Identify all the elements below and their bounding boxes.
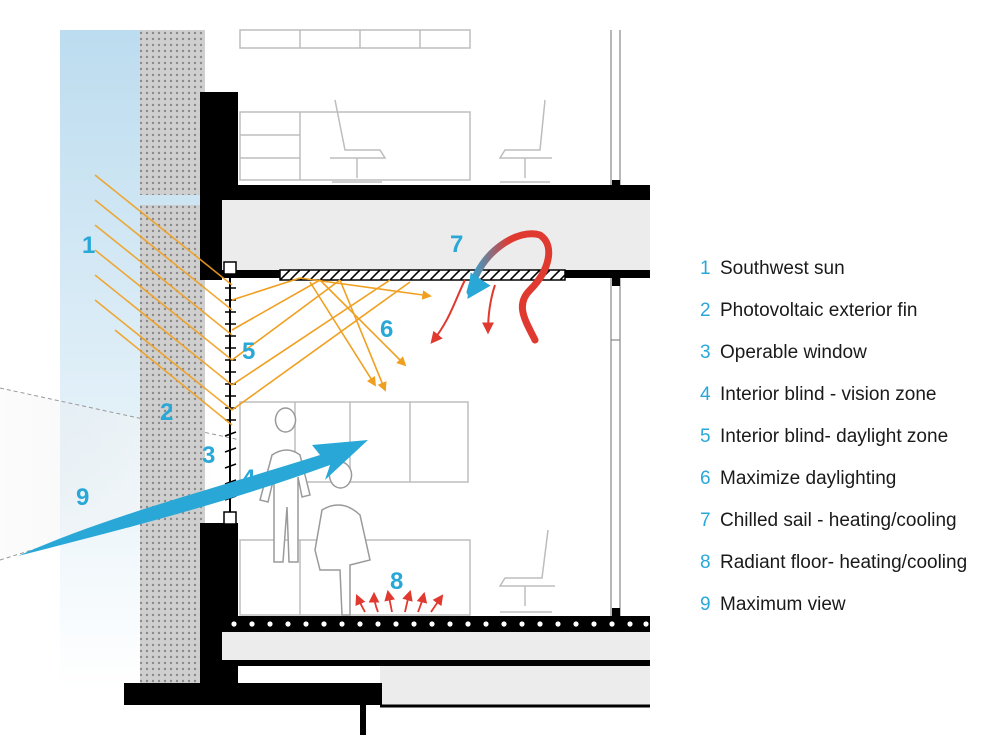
radiant-heat-arrows	[355, 589, 444, 613]
ground-post	[360, 705, 366, 735]
legend-number: 5	[700, 426, 711, 447]
right-mullion-3	[612, 608, 620, 618]
pv-fin-lower	[140, 205, 205, 685]
legend-label: Radiant floor- heating/cooling	[720, 552, 968, 573]
upper-column-cap	[200, 92, 238, 102]
legend-label: Chilled sail - heating/cooling	[720, 510, 957, 531]
legend-number: 3	[700, 342, 711, 363]
sun-rays	[94, 174, 233, 426]
legend-item: 9 Maximum view	[700, 591, 1000, 633]
warm-air-arrow-1	[430, 279, 466, 344]
legend-label: Maximize daylighting	[720, 468, 897, 489]
legend-number: 6	[700, 468, 711, 489]
legend-item: 6 Maximize daylighting	[700, 465, 1000, 507]
legend-item: 8 Radiant floor- heating/cooling	[700, 549, 1000, 591]
callout-9: 9	[76, 484, 89, 511]
right-curtain-wall	[610, 30, 621, 616]
chilled-sail-airflow	[466, 230, 553, 344]
legend-item: 1 Southwest sun	[700, 255, 1000, 297]
ground-beam	[124, 683, 382, 705]
cool-air-arrow	[467, 272, 491, 299]
warm-air-arrow-2	[482, 284, 496, 335]
legend-label: Southwest sun	[720, 258, 845, 279]
radiant-floor-tubes	[231, 621, 649, 627]
legend-item: 2 Photovoltaic exterior fin	[700, 297, 1000, 339]
legend-number: 9	[700, 594, 711, 615]
legend-number: 1	[700, 258, 711, 279]
legend-item: 5 Interior blind- daylight zone	[700, 423, 1000, 465]
legend-label: Interior blind - vision zone	[720, 384, 937, 405]
legend-item: 7 Chilled sail - heating/cooling	[700, 507, 1000, 549]
callout-6: 6	[380, 316, 393, 343]
lower-slab-underside	[380, 666, 650, 706]
lower-slab-bottom	[222, 660, 650, 666]
operable-window	[223, 261, 237, 525]
right-mullion-1	[612, 180, 620, 192]
callout-3: 3	[202, 442, 215, 469]
upper-floor-furniture	[239, 29, 552, 183]
legend: 1 Southwest sun 2 Photovoltaic exterior fi…	[700, 255, 1000, 633]
lower-slab-body	[222, 632, 650, 662]
upper-column	[200, 92, 238, 200]
lower-slab-top	[222, 616, 650, 632]
callout-5: 5	[242, 338, 255, 365]
legend-item: 3 Operable window	[700, 339, 1000, 381]
pv-fin-upper	[140, 30, 205, 195]
upper-slab-body	[222, 200, 650, 270]
legend-number: 7	[700, 510, 711, 531]
maximum-view-arrow	[18, 440, 368, 556]
callout-7: 7	[450, 231, 463, 258]
legend-item: 4 Interior blind - vision zone	[700, 381, 1000, 423]
callout-8: 8	[390, 568, 403, 595]
legend-number: 2	[700, 300, 711, 321]
upper-slab-top	[200, 185, 650, 200]
legend-label: Operable window	[720, 342, 867, 363]
chilled-sail-panel	[279, 269, 566, 281]
spandrel-upper	[200, 200, 222, 280]
legend-label: Interior blind- daylight zone	[720, 426, 949, 447]
legend-number: 4	[700, 384, 711, 405]
legend-label: Maximum view	[720, 594, 846, 615]
legend-label: Photovoltaic exterior fin	[720, 300, 918, 321]
callout-4: 4	[242, 465, 256, 492]
person-silhouettes	[259, 407, 371, 616]
reflected-daylight-rays	[231, 277, 432, 411]
callout-2: 2	[160, 399, 173, 426]
legend-number: 8	[700, 552, 711, 573]
callout-1: 1	[82, 232, 95, 259]
interior-blind-slats	[224, 287, 237, 501]
right-mullion-2	[612, 278, 620, 286]
